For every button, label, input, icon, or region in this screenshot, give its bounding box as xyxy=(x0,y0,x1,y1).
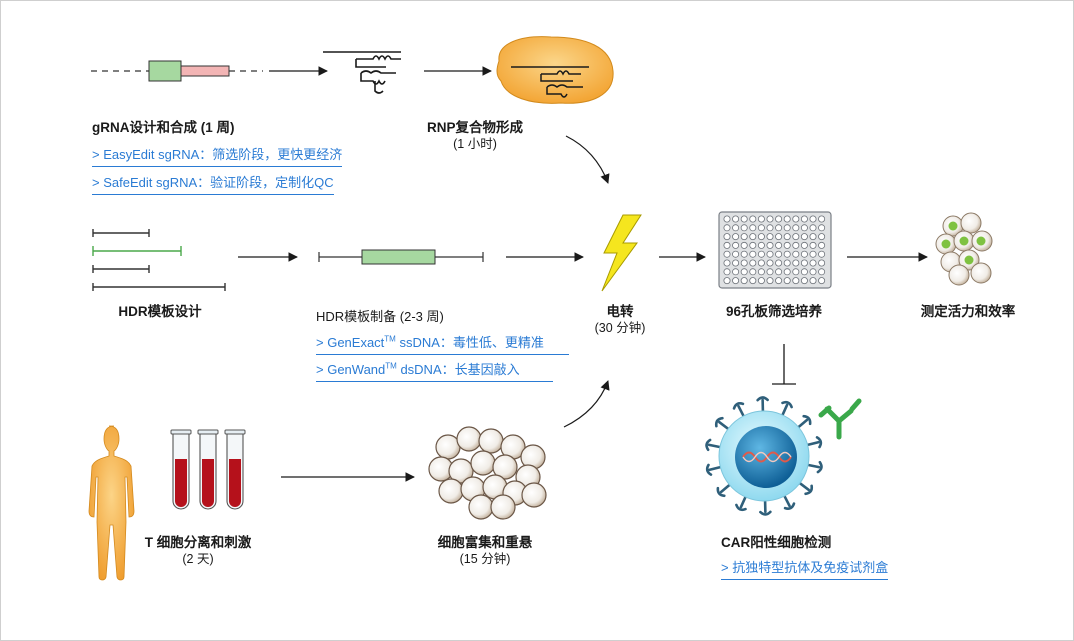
inhibition-line xyxy=(772,344,796,385)
easyedit-sgrna-link[interactable]: > EasyEdit sgRNA：筛选阶段，更快更经济 xyxy=(92,144,343,167)
genwand-desc: dsDNA：长基因敲入 xyxy=(396,362,520,377)
grna-title: gRNA设计和合成 (1 周) xyxy=(92,120,235,135)
enrich-duration: (15 分钟) xyxy=(459,552,511,566)
grna-dna-icon xyxy=(91,60,263,82)
anti-idiotype-link[interactable]: > 抗独特型抗体及免疫试剂盒 xyxy=(721,557,889,580)
tcell-title: T 细胞分离和刺激 xyxy=(144,535,252,550)
hdr-design-icon xyxy=(92,229,226,291)
arrow-rnp-to-electro xyxy=(565,135,610,184)
hdr-design-title: HDR模板设计 xyxy=(118,304,202,319)
car-title: CAR阳性细胞检测 xyxy=(721,535,832,550)
hdr-prep-title: HDR模板制备 (2-3 周) xyxy=(316,309,444,324)
genwand-tm: TM xyxy=(385,361,397,371)
genwand-dsdna-link[interactable]: > GenWandTM dsDNA：长基因敲入 xyxy=(316,359,553,382)
blood-tubes-icon xyxy=(170,429,246,510)
electro-title: 电转 xyxy=(606,304,634,319)
96-well-plate-icon xyxy=(718,211,832,289)
assay-cells-icon xyxy=(935,212,993,286)
genwand-name: > GenWand xyxy=(316,362,386,377)
plate-title: 96孔板筛选培养 xyxy=(725,304,823,319)
genexact-tm: TM xyxy=(384,334,396,344)
electro-duration: (30 分钟) xyxy=(594,321,646,335)
genexact-name: > GenExact xyxy=(316,335,385,350)
enrich-title: 细胞富集和重悬 xyxy=(437,535,533,550)
genexact-desc: ssDNA：毒性低、更精准 xyxy=(395,335,544,350)
enriched-cells-icon xyxy=(428,426,547,520)
sgrna-structure-icon xyxy=(323,51,401,94)
assay-title: 测定活力和效率 xyxy=(920,304,1016,319)
rnp-title: RNP复合物形成 xyxy=(426,120,524,135)
human-icon xyxy=(88,425,135,581)
safeedit-sgrna-link[interactable]: > SafeEdit sgRNA：验证阶段，定制化QC xyxy=(92,172,334,195)
rnp-complex-icon xyxy=(496,36,614,104)
car-t-cell-icon xyxy=(705,396,862,516)
lightning-icon xyxy=(601,214,642,292)
arrow-enrich-to-electro xyxy=(563,380,610,428)
hdr-prep-icon xyxy=(318,249,484,265)
tcell-duration: (2 天) xyxy=(182,552,214,566)
rnp-duration: (1 小时) xyxy=(453,137,497,151)
genexact-ssdna-link[interactable]: > GenExactTM ssDNA：毒性低、更精准 xyxy=(316,332,569,355)
